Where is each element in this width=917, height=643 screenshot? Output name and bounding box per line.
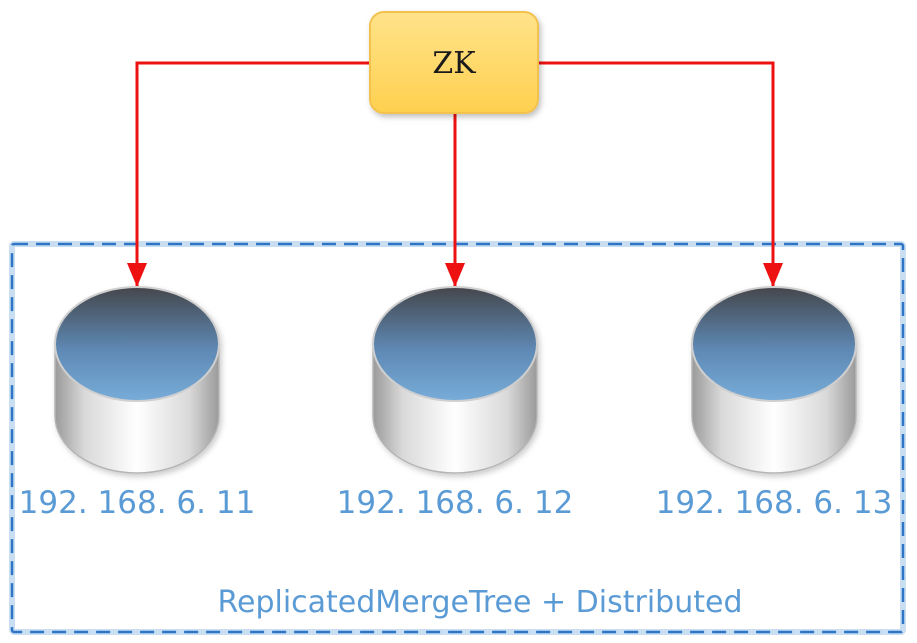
connector-zk-to-node-1 <box>135 61 370 286</box>
cylinder-top-1 <box>54 286 220 402</box>
zookeeper-label: ZK <box>432 46 476 81</box>
zookeeper-node <box>369 11 539 114</box>
database-node-1 <box>54 286 220 474</box>
database-node-2 <box>372 286 538 474</box>
arrow-head-node-2 <box>445 263 465 287</box>
cylinder-top-2 <box>372 286 538 402</box>
arrow-head-node-3 <box>763 263 783 287</box>
node-ip-label-3: 192. 168. 6. 13 <box>656 485 893 521</box>
zookeeper-box <box>369 11 539 114</box>
connector-zk-to-node-3 <box>538 61 775 286</box>
cylinder-top-3 <box>691 286 857 402</box>
database-node-3 <box>691 286 857 474</box>
node-ip-label-2: 192. 168. 6. 12 <box>337 485 574 521</box>
cluster-caption: ReplicatedMergeTree + Distributed <box>218 585 743 620</box>
arrow-head-node-1 <box>127 263 147 287</box>
cluster-boundary-dash <box>10 242 905 634</box>
node-ip-label-1: 192. 168. 6. 11 <box>19 485 256 521</box>
